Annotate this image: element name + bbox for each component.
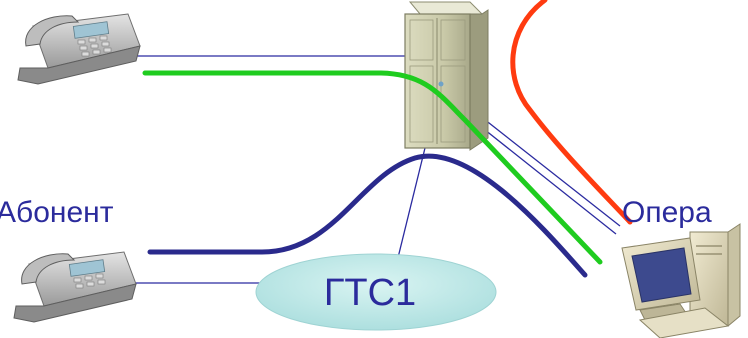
city-exchange-label: ГТС1 (324, 272, 416, 314)
subscriber-label: Абонент (0, 196, 114, 229)
desk-telephone-icon-bottom (13, 251, 137, 323)
server-cabinet-icon (404, 1, 489, 151)
thin-line-switch-operator-a (469, 117, 617, 235)
operator-label: Опера (622, 196, 712, 229)
navy-line (147, 153, 588, 278)
green-line (142, 70, 603, 265)
desk-telephone-icon-top (17, 13, 141, 85)
desktop-computer-icon (621, 223, 741, 338)
city-exchange-cloud (255, 253, 497, 331)
thin-line-switch-operator-b (469, 107, 621, 227)
red-line (510, 0, 633, 225)
